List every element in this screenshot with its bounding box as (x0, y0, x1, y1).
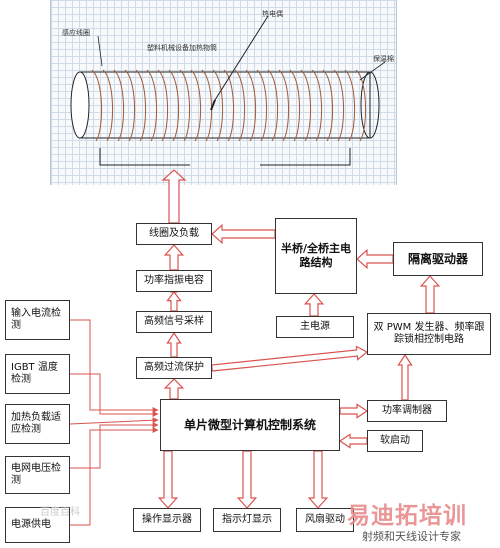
coil-turn (212, 69, 224, 142)
coil-turn (245, 69, 257, 142)
operation-display-box: 操作显示器 (133, 508, 201, 532)
block-arrow (211, 345, 369, 372)
barrel-label: 塑料机械设备加热物筒 (147, 44, 217, 52)
coil-turn (146, 69, 158, 142)
coil-turn (333, 69, 345, 142)
coil-turn (102, 69, 114, 142)
load-adapt-detect-box: 加热负载适应检测 (5, 404, 70, 444)
coil-turn (124, 69, 136, 142)
block-arrow (157, 450, 179, 509)
block-arrow (166, 331, 182, 358)
block-arrow (303, 293, 325, 317)
block-arrow (397, 353, 413, 401)
coil-turn (256, 69, 268, 142)
block-arrow (419, 275, 441, 314)
grid-voltage-detect-box: 电网电压检测 (5, 456, 70, 494)
brand-watermark: 易迪拓培训 (347, 503, 467, 529)
block-arrow (163, 244, 185, 271)
coil-turn (168, 69, 180, 142)
indicator-light-box: 指示灯显示 (213, 508, 281, 532)
isolation-driver-box: 隔离驱动器 (393, 242, 483, 276)
coil-load-box: 线圈及负载 (136, 223, 212, 245)
block-arrow (338, 433, 368, 449)
input-current-detect-box: 输入电流检测 (5, 300, 70, 340)
insulation-label: 保温棉 (373, 55, 394, 63)
hf-signal-sampling-box: 高频信号采样 (136, 311, 212, 333)
pwm-generator-box: 双 PWM 发生器、频率跟踪锁相控制电路 (367, 313, 491, 355)
power-regulator-box: 功率调制器 (367, 400, 447, 422)
coil-turn (300, 69, 312, 142)
power-supply-box: 电源供电 (5, 507, 70, 543)
coil-turn (179, 69, 191, 142)
thermocouple-label: 热电偶 (262, 10, 283, 18)
coil-turn (113, 69, 125, 142)
block-arrow (211, 223, 276, 245)
block-arrow (307, 450, 329, 509)
coil-turn (344, 69, 356, 142)
block-arrow (166, 291, 182, 312)
coil-turn (355, 69, 367, 142)
coil-label-leader (97, 35, 103, 67)
thermocouple (210, 15, 269, 111)
sensor-connections (69, 319, 159, 526)
coil-turn (201, 69, 213, 142)
coil-turn (157, 69, 169, 142)
coil-illustration-background (50, 0, 397, 185)
hf-overcurrent-box: 高频过流保护 (136, 357, 212, 379)
coil-turn (311, 69, 323, 142)
coil-turn (289, 69, 301, 142)
coil-turn (267, 69, 279, 142)
induction-coil (91, 69, 367, 142)
coil-turn (190, 69, 202, 142)
coil-turn (234, 69, 246, 142)
brand-subtitle-watermark: 射频和天线设计专家 (362, 530, 461, 543)
coil-turn (278, 69, 290, 142)
baike-watermark: 百度百科 (40, 507, 80, 518)
block-arrow (163, 378, 185, 400)
heating-barrel (70, 71, 380, 166)
main-power-box: 主电源 (276, 316, 354, 338)
block-arrow (339, 403, 369, 419)
soft-start-box: 软启动 (367, 430, 423, 452)
igbt-temperature-detect-box: IGBT 温度检测 (5, 354, 70, 394)
mcu-control-system-box: 单片微型计算机控制系统 (160, 399, 340, 451)
coil-turn (135, 69, 147, 142)
coil-label: 感应线圈 (62, 29, 90, 37)
power-factor-capacitor-box: 功率指振电容 (136, 270, 212, 292)
coil-turn (223, 69, 235, 142)
insulation-label-leader (359, 61, 386, 81)
fan-drive-box: 风扇驱动 (296, 508, 354, 532)
coil-turn (322, 69, 334, 142)
block-arrow (161, 169, 187, 224)
block-arrow (356, 248, 394, 270)
half-full-bridge-box: 半桥/全桥主电路结构 (275, 218, 357, 294)
coil-turn (91, 69, 103, 142)
block-arrow (236, 450, 258, 509)
